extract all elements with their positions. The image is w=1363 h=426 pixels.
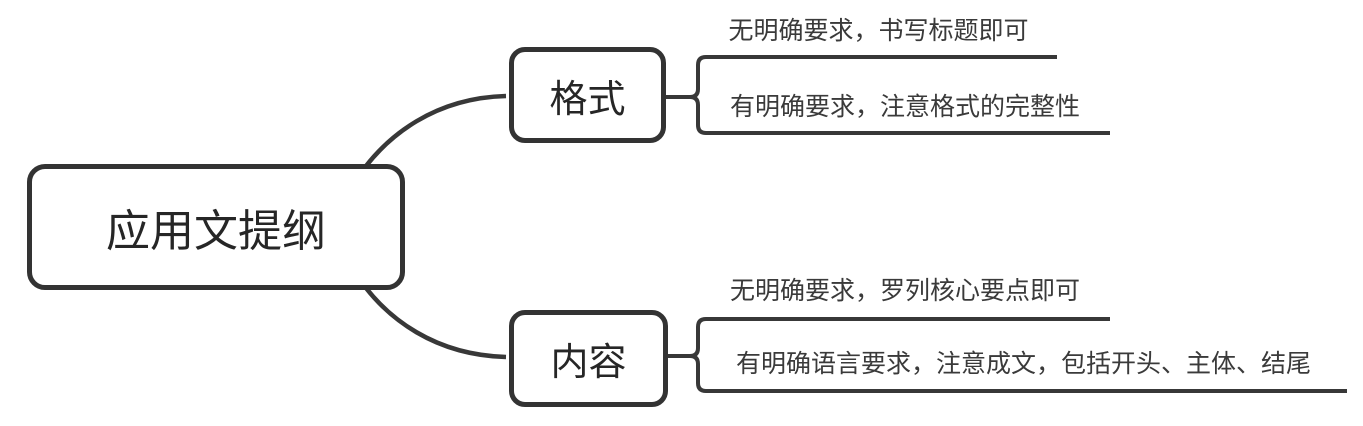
branch-topic-format[interactable]: 格式 xyxy=(509,47,666,143)
leaf-topic-content-explicit-requirement[interactable]: 有明确语言要求，注意成文，包括开头、主体、结尾 xyxy=(735,350,1311,378)
root-topic[interactable]: 应用文提纲 xyxy=(27,164,405,290)
connector-format-to-leaf2 xyxy=(689,95,1110,135)
leaf-topic-content-no-requirement[interactable]: 无明确要求，罗列核心要点即可 xyxy=(729,277,1080,305)
connector-content-to-leaf4 xyxy=(689,354,1347,393)
leaf-topic-format-explicit-requirement[interactable]: 有明确要求，注意格式的完整性 xyxy=(729,93,1080,121)
branch-content-label: 内容 xyxy=(550,342,627,384)
connector-root-to-format xyxy=(364,93,507,168)
root-topic-label: 应用文提纲 xyxy=(106,207,326,256)
branch-format-label: 格式 xyxy=(549,78,626,121)
leaf-topic-format-no-requirement[interactable]: 无明确要求，书写标题即可 xyxy=(728,17,1029,45)
connector-root-to-content xyxy=(364,286,507,360)
branch-topic-content[interactable]: 内容 xyxy=(509,310,668,407)
